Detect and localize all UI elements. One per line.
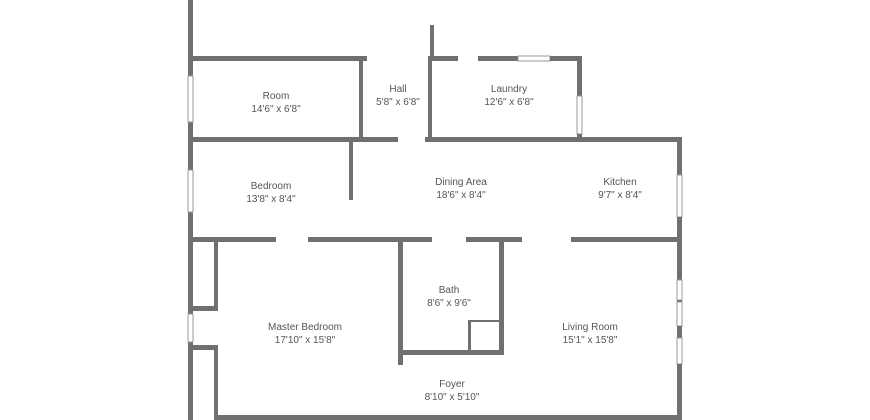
room-dimensions: 17'10" x 15'8" (274, 335, 336, 346)
room-name: Master Bedroom (268, 322, 342, 333)
room-label-kitchen: Kitchen 9'7" x 8'4" (598, 176, 642, 202)
wall-master-foyer (398, 355, 403, 365)
wall-laundry-right-a (577, 56, 582, 96)
wall-bath-bottom (398, 350, 504, 355)
wall-mid-upper-a (188, 137, 398, 142)
window-living-right-1 (676, 279, 683, 301)
wall-mid-upper-b (425, 137, 682, 142)
room-label-dining-area: Dining Area 18'6" x 8'4" (435, 176, 487, 202)
room-dimensions: 5'8" x 6'8" (376, 97, 420, 108)
room-dimensions: 15'1" x 15'8" (562, 335, 618, 346)
wall-mid-lower-b (308, 237, 432, 242)
wall-upper-stub (430, 25, 434, 59)
wall-closet-horizontal-upper (188, 306, 218, 311)
room-name: Bath (438, 285, 460, 296)
wall-kitchen-right-a (677, 137, 682, 175)
room-name: Dining Area (435, 177, 487, 188)
wall-closet-vertical-upper (214, 242, 218, 310)
wall-mid-lower-c (466, 237, 522, 242)
window-living-right-2 (676, 301, 683, 327)
wall-top-laundry-c (550, 56, 582, 61)
room-dimensions: 13'8" x 8'4" (246, 194, 296, 205)
wall-room-hall (359, 56, 363, 138)
window-laundry-right (576, 95, 583, 135)
window-room-left (187, 75, 194, 123)
room-label-hall: Hall 5'8" x 6'8" (376, 83, 420, 109)
wall-closet-vertical-lower (214, 345, 218, 420)
wall-closet-horizontal-lower (188, 345, 218, 350)
room-label-laundry: Laundry 12'6" x 6'8" (484, 83, 533, 109)
room-dimensions: 8'6" x 9'6" (427, 298, 471, 309)
room-name: Hall (389, 84, 407, 95)
room-name: Foyer (439, 379, 465, 390)
room-label-master-bedroom: Master Bedroom 17'10" x 15'8" (268, 321, 342, 347)
wall-living-right-b (677, 300, 682, 302)
wall-mid-lower-a (188, 237, 276, 242)
wall-living-right-a (677, 242, 682, 280)
room-label-bath: Bath 8'6" x 9'6" (427, 284, 471, 310)
wall-mid-lower-d (571, 237, 682, 242)
wall-bottom (218, 415, 682, 420)
room-label-room: Room 14'6" x 6'8" (251, 90, 300, 116)
wall-kitchen-right-b (677, 217, 682, 242)
room-name: Living Room (562, 322, 618, 333)
window-living-right-3 (676, 337, 683, 365)
wall-bedroom-dining (349, 142, 353, 200)
wall-top-laundry-b (478, 56, 518, 61)
room-dimensions: 12'6" x 6'8" (484, 97, 534, 108)
room-name: Room (262, 91, 290, 102)
wall-top-room (188, 56, 363, 61)
room-dimensions: 9'7" x 8'4" (598, 190, 642, 201)
wall-top-hall (363, 56, 367, 61)
window-kitchen-right (676, 174, 683, 218)
wall-bath-cabinet-h (468, 320, 500, 322)
room-name: Kitchen (603, 177, 637, 188)
wall-master-bath (398, 242, 403, 352)
room-name: Laundry (490, 84, 528, 95)
window-bedroom-left (187, 169, 194, 213)
wall-living-right-d (677, 364, 682, 420)
room-label-bedroom: Bedroom 13'8" x 8'4" (246, 180, 295, 206)
room-dimensions: 18'6" x 8'4" (436, 190, 486, 201)
wall-hall-laundry (428, 56, 432, 138)
room-label-foyer: Foyer 8'10" x 5'10" (425, 378, 480, 404)
room-dimensions: 8'10" x 5'10" (424, 392, 480, 403)
room-name: Bedroom (250, 181, 292, 192)
window-master-left (187, 313, 194, 343)
wall-top-laundry-a (430, 56, 458, 61)
wall-bath-living (499, 242, 504, 354)
window-laundry-top (517, 55, 551, 62)
wall-living-right-c (677, 326, 682, 338)
room-dimensions: 14'6" x 6'8" (251, 104, 301, 115)
wall-bath-cabinet-v (468, 320, 471, 352)
room-label-living-room: Living Room 15'1" x 15'8" (562, 321, 618, 347)
